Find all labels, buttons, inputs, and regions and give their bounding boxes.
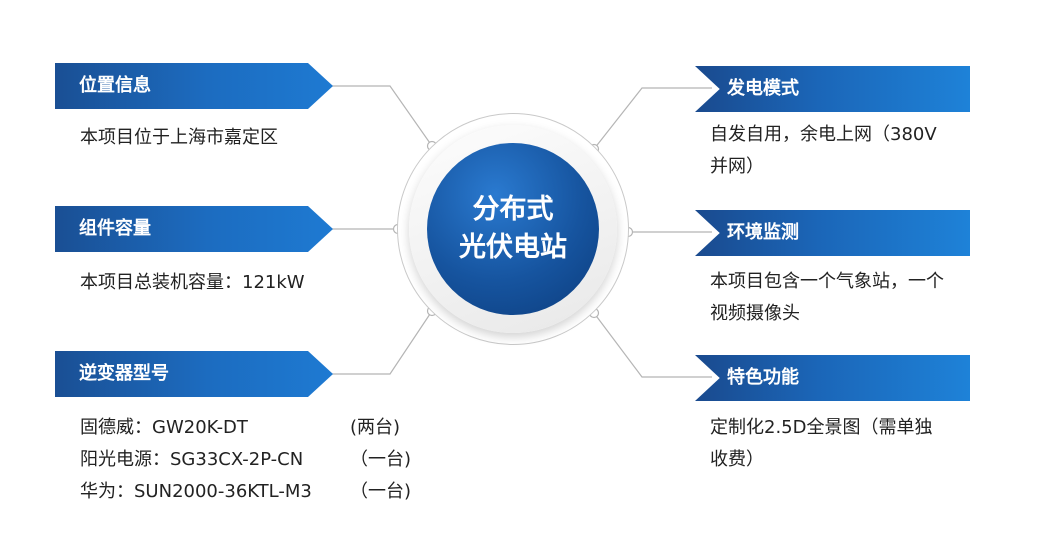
desc-generation-mode: 自发自用，余电上网（380V 并网） <box>710 119 937 183</box>
banner-inverter: 逆变器型号 <box>55 351 333 397</box>
connector-generation <box>593 87 712 150</box>
desc-line: 并网） <box>710 156 764 177</box>
center-hub: 分布式 光伏电站 <box>397 113 629 345</box>
inverter-qty: (两台) <box>350 417 401 438</box>
center-title-line2: 光伏电站 <box>459 232 567 263</box>
banner-capacity: 组件容量 <box>55 206 333 252</box>
banner-features: 特色功能 <box>695 355 970 401</box>
desc-features: 定制化2.5D全景图（需单独 收费） <box>710 412 933 476</box>
inverter-row: 华为：SUN2000-36KTL-M3 （一台) <box>80 476 411 508</box>
inverter-list: 固德威：GW20K-DT (两台) 阳光电源：SG33CX-2P-CN （一台)… <box>80 412 411 508</box>
desc-environment-monitoring: 本项目包含一个气象站，一个 视频摄像头 <box>710 266 944 330</box>
inverter-row: 固德威：GW20K-DT (两台) <box>80 412 411 444</box>
connector-inverter <box>316 310 433 375</box>
desc-location: 本项目位于上海市嘉定区 <box>80 127 278 148</box>
banner-location: 位置信息 <box>55 63 333 109</box>
desc-line: 自发自用，余电上网（380V <box>710 124 937 145</box>
desc-line: 本项目包含一个气象站，一个 <box>710 271 944 292</box>
banner-generation-mode: 发电模式 <box>695 66 970 112</box>
inverter-row: 阳光电源：SG33CX-2P-CN （一台) <box>80 444 411 476</box>
inverter-qty: （一台) <box>350 481 412 502</box>
desc-line: 定制化2.5D全景图（需单独 <box>710 417 933 438</box>
desc-line: 收费） <box>710 449 764 470</box>
connector-location <box>316 85 433 147</box>
inverter-model: 阳光电源：SG33CX-2P-CN <box>80 449 304 470</box>
center-core: 分布式 光伏电站 <box>427 143 599 315</box>
desc-line: 视频摄像头 <box>710 303 800 324</box>
inverter-model: 固德威：GW20K-DT <box>80 417 248 438</box>
connector-features <box>593 312 712 378</box>
inverter-model: 华为：SUN2000-36KTL-M3 <box>80 481 312 502</box>
desc-capacity: 本项目总装机容量：121kW <box>80 272 305 293</box>
banner-environment-monitoring: 环境监测 <box>695 210 970 256</box>
inverter-qty: （一台) <box>350 449 412 470</box>
center-title-line1: 分布式 <box>472 194 554 225</box>
